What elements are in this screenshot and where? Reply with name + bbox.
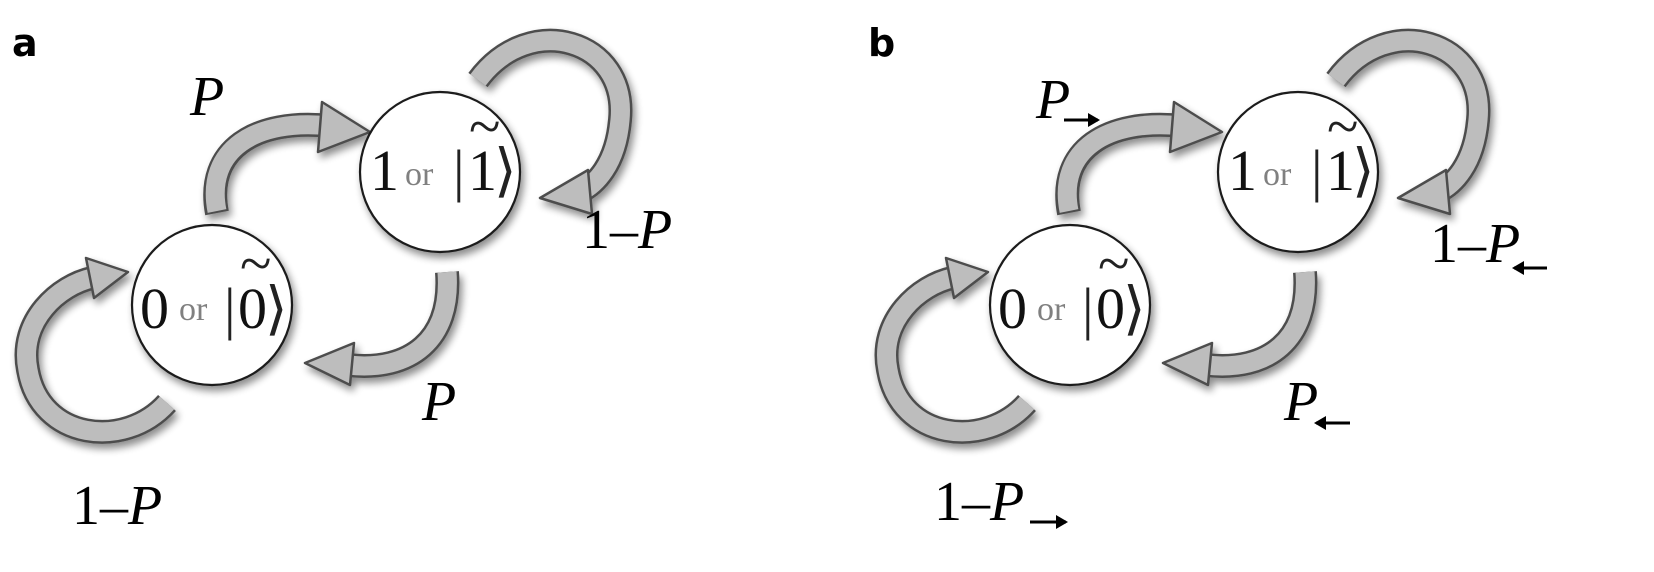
state-0-value: 0 <box>140 276 169 341</box>
self-loop-arrow-state-0 <box>874 256 1036 444</box>
label-self-loop-1: 1–P <box>1430 213 1547 275</box>
state-1-tilde: ~ <box>469 94 500 159</box>
transition-arrow-0-to-1 <box>203 100 372 216</box>
panel-b: b 1 or | 1 ~ ⟩ <box>868 21 1547 533</box>
state-1-value: 1 <box>1228 138 1257 203</box>
state-1-node: 1 or | 1 ~ ⟩ <box>358 90 522 254</box>
state-0-or-label: or <box>179 291 208 328</box>
right-arrow-icon <box>1064 113 1100 127</box>
state-0-tilde: ~ <box>240 231 271 296</box>
svg-text:1–P: 1–P <box>934 471 1024 533</box>
panel-a: a 1 or | 1 <box>12 21 672 537</box>
state-1-ket-close: ⟩ <box>494 138 517 203</box>
label-self-loop-0: 1–P <box>72 475 162 537</box>
state-1-or-label: or <box>1263 156 1292 193</box>
state-0-ket-open: | <box>224 276 236 341</box>
state-1-ket-value: 1 <box>1326 138 1355 203</box>
self-loop-arrow-state-1 <box>1326 28 1491 216</box>
state-0-ket-value: 0 <box>238 276 267 341</box>
label-p-right-0-to-1: P <box>1035 69 1100 131</box>
state-0-or-label: or <box>1037 291 1066 328</box>
self-loop-arrow-state-0 <box>14 256 176 444</box>
svg-text:P: P <box>1283 371 1318 433</box>
transition-arrow-1-to-0 <box>303 271 460 387</box>
state-0-ket-close: ⟩ <box>1123 276 1146 341</box>
left-arrow-icon <box>1512 261 1547 275</box>
state-1-ket-close: ⟩ <box>1352 138 1375 203</box>
state-1-node: 1 or | 1 ~ ⟩ <box>1216 90 1380 254</box>
right-arrow-icon <box>1030 515 1068 529</box>
panel-letter-a: a <box>12 21 38 65</box>
label-self-loop-1: 1–P <box>582 199 672 261</box>
transition-arrow-1-to-0 <box>1161 271 1318 387</box>
state-1-tilde: ~ <box>1327 94 1358 159</box>
label-p-1-to-0: P <box>421 371 456 433</box>
state-0-ket-open: | <box>1082 276 1094 341</box>
state-1-ket-value: 1 <box>468 138 497 203</box>
state-1-ket-open: | <box>453 138 465 203</box>
state-0-ket-value: 0 <box>1096 276 1125 341</box>
state-0-node: 0 or | 0 ~ ⟩ <box>988 223 1152 387</box>
state-0-node: 0 or | 0 ~ ⟩ <box>130 223 294 387</box>
panel-letter-b: b <box>868 21 895 65</box>
state-1-or-label: or <box>405 156 434 193</box>
label-self-loop-0: 1–P <box>934 471 1068 533</box>
state-1-ket-open: | <box>1311 138 1323 203</box>
svg-text:P: P <box>1035 69 1070 131</box>
label-p-left-1-to-0: P <box>1283 371 1350 433</box>
self-loop-arrow-state-1 <box>468 28 633 216</box>
left-arrow-icon <box>1314 416 1350 430</box>
label-p-0-to-1: P <box>189 66 224 128</box>
svg-text:1–P: 1–P <box>1430 213 1520 275</box>
state-0-value: 0 <box>998 276 1027 341</box>
state-0-tilde: ~ <box>1098 231 1129 296</box>
state-0-ket-close: ⟩ <box>265 276 288 341</box>
state-1-value: 1 <box>370 138 399 203</box>
transition-arrow-0-to-1 <box>1055 100 1224 216</box>
